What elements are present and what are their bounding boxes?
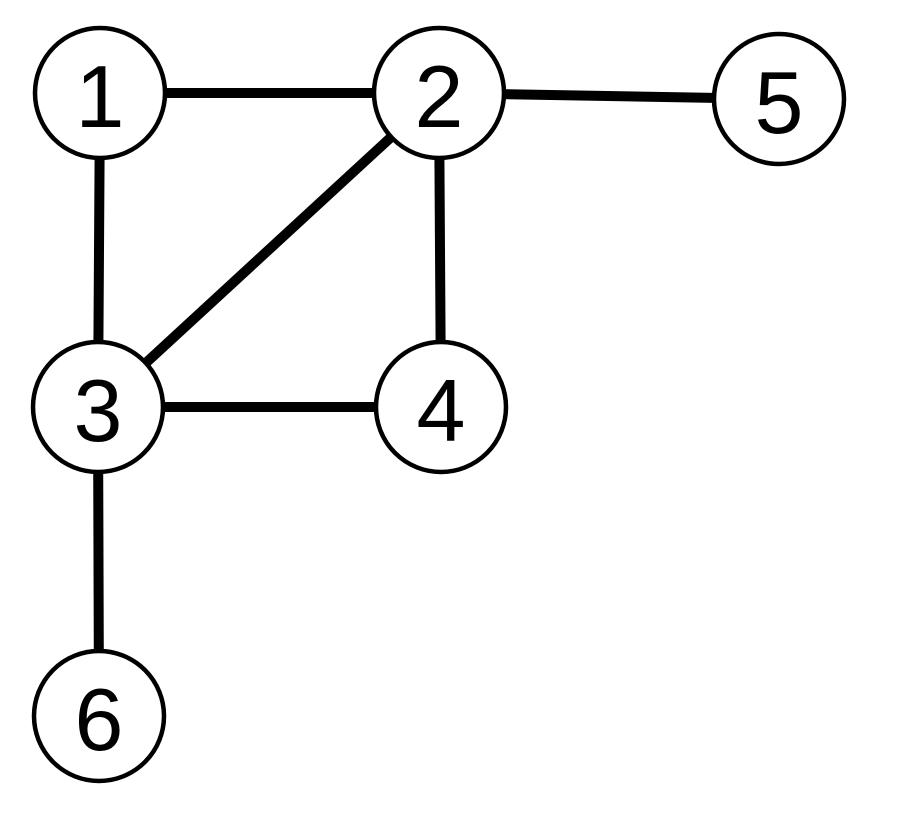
graph-node-4: 4 [373,339,509,475]
node-circle-4 [373,339,509,475]
node-label-3: 3 [74,361,123,460]
node-circle-2 [371,25,507,161]
node-circle-1 [32,25,168,161]
node-label-6: 6 [75,670,124,769]
node-label-1: 1 [76,47,125,146]
node-label-5: 5 [755,53,804,152]
graph-node-3: 3 [30,339,166,475]
node-circle-3 [30,339,166,475]
edge-2-3 [94,89,443,411]
graph-node-1: 1 [32,25,168,161]
node-label-4: 4 [417,361,466,460]
graph-node-5: 5 [711,31,847,167]
graph-node-2: 2 [371,25,507,161]
node-circle-5 [711,31,847,167]
node-label-2: 2 [415,47,464,146]
graph-node-6: 6 [31,648,167,784]
node-circle-6 [31,648,167,784]
